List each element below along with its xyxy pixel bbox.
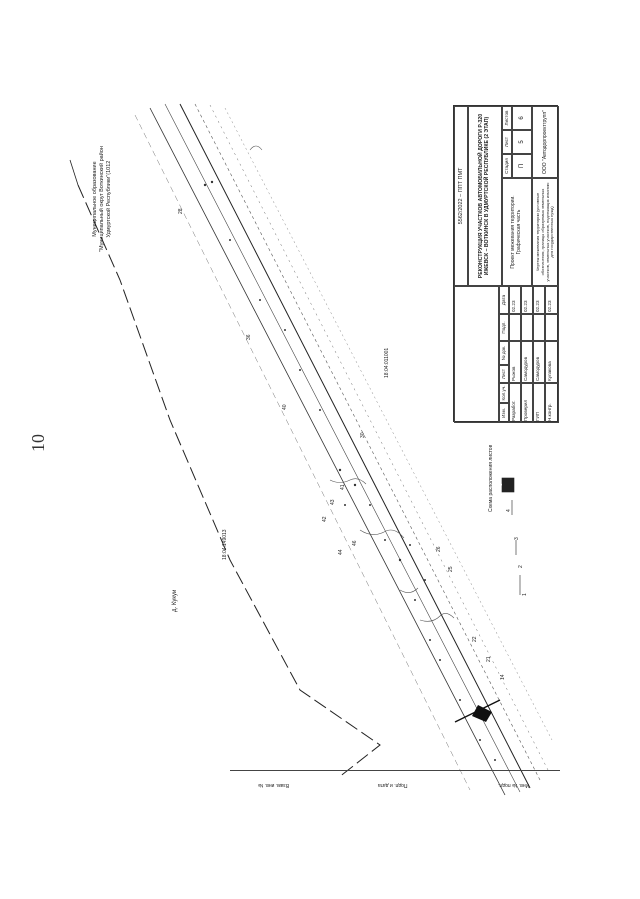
road-edge-line-2 [164,103,521,793]
sheet-head: Лист [502,130,512,154]
side-label: Инв. № подл. [498,782,530,788]
station-label: 44 [338,549,344,555]
head-col: Лист [499,365,509,383]
name-cell: Самодуров [533,341,545,383]
head-col: № док. [499,341,509,365]
station-label: 26 [436,546,442,552]
date-cell: 02.23 [533,286,545,314]
sheet-value: 5 [512,130,532,154]
territory-label: Муниципальное образование "Муниципальный… [92,146,113,252]
station-label: 41 [340,484,346,490]
company-name: ООО "Автодорпроектгрупп" [532,106,559,178]
stage-value: П [512,154,532,178]
station-label: 28 [178,208,184,214]
station-label: 25 [448,566,454,572]
municipal-boundary-line [77,184,381,779]
road-edge-line-3 [194,103,541,781]
station-label: 14 [500,674,506,680]
sheets-value: 6 [512,106,532,130]
station-label: 46 [352,540,358,546]
sheet-title: Проект межевания территории. Графическая… [502,178,532,286]
signature-cell [509,314,521,341]
station-label: 21 [486,656,492,662]
sheets-head: Листов [502,106,512,130]
survey-points [203,180,496,761]
signature-cell [533,314,545,341]
station-label: 43 [330,499,336,505]
head-col: Кол.уч. [499,383,509,403]
scheme-sheet-number: 4 [506,509,512,512]
cadastral-block-1: 18:04:149013 [222,529,228,560]
boundary-pointer-line [69,159,79,186]
road-axis-line [179,103,531,789]
role-cell: Проверил [521,383,533,423]
name-cell: Рыжов [509,341,521,383]
role-cell: ГИП [533,383,545,423]
road-edge-line-5 [134,114,471,791]
road-edge-line-4 [209,104,549,771]
project-title: РЕКОНСТРУКЦИЯ УЧАСТКОВ АВТОМОБИЛЬНОЙ ДОР… [468,106,502,286]
road-edge-line-6 [224,107,553,741]
side-label: Подп. и дата [378,782,408,788]
territory-line-3: Удмуртской Республики"(1012 [106,160,113,238]
name-cell: Кулакова [545,341,559,383]
legend-text: Чертеж межевания территории (условные об… [532,178,559,286]
station-label: 30 [360,432,366,438]
signature-cell [521,314,533,341]
stage-head: Стадия [502,154,512,178]
head-col: Подп. [499,314,509,341]
title-block-content: 5562/2022 – ППТ ПМТ РЕКОНСТРУКЦИЯ УЧАСТК… [454,106,559,423]
bridge-symbol [472,705,492,722]
station-label: 42 [322,516,328,522]
station-label: 22 [472,636,478,642]
title-block: 5562/2022 – ППТ ПМТ РЕКОНСТРУКЦИЯ УЧАСТК… [453,105,559,423]
date-cell: 02.23 [521,286,533,314]
parcel-contours [249,145,455,622]
scheme-sheet-number: 3 [514,537,520,540]
side-strip [230,770,560,797]
cadastral-block-2: 18:04:011001 [384,347,390,378]
name-cell: Самодуров [521,341,533,383]
role-cell: Н.контр. [545,383,559,423]
date-cell: 02.23 [509,286,521,314]
scheme-caption: Схема расположения листов [488,444,494,512]
scheme-sheet-number: 1 [522,593,528,596]
role-cell: Разработ. [509,383,521,423]
sheet-layout-scheme [501,477,521,595]
scheme-sheet-number: 5 [498,483,504,486]
station-label: 40 [282,404,288,410]
head-col: Изм. [499,403,509,423]
station-label: 36 [246,334,252,340]
scheme-sheet-number: 2 [518,565,524,568]
village-label: д. Кукуи [172,589,178,612]
side-label: Взам. инв. № [258,782,289,788]
revisions-area [454,286,499,423]
signature-cell [545,314,559,341]
road-edge-line-1 [149,107,506,796]
date-cell: 02.23 [545,286,559,314]
doc-code: 5562/2022 – ППТ ПМТ [454,106,468,286]
head-col: Дата [499,286,509,314]
